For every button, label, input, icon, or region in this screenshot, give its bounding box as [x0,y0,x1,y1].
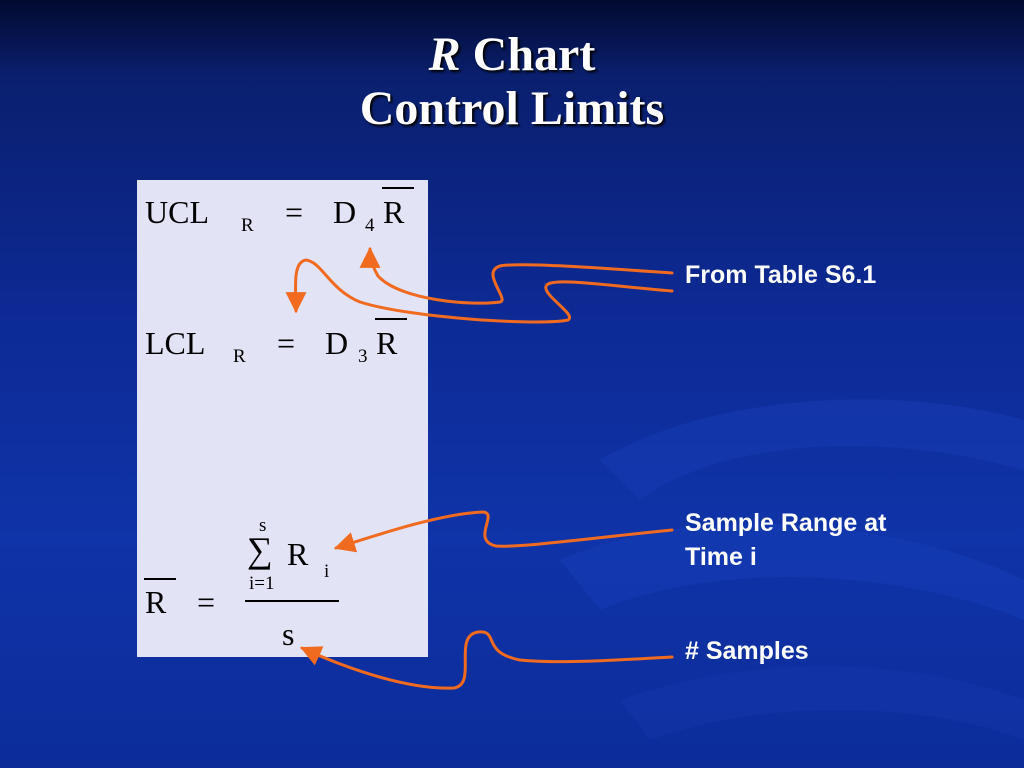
sum-lower-limit: i=1 [249,573,275,594]
label-sample-range: Sample Range at Time i [685,506,886,574]
lcl-coefficient: D [325,325,349,361]
title-line-2: Control Limits [359,82,665,135]
sum-sign: ∑ [247,530,273,570]
ucl-lhs-subscript: R [241,215,254,236]
lcl-r: R [376,325,398,361]
ucl-coefficient-subscript: 4 [365,215,375,236]
label-from-table: From Table S6.1 [685,261,877,289]
title-chart: Chart [460,28,596,81]
fraction-bar [245,600,339,602]
ucl-r: R [383,194,405,230]
rbar-lhs-bar [144,578,176,580]
ucl-lhs: UCL [145,194,209,230]
ucl-equals: = [285,194,304,230]
label-sample-range-line-2: Time i [685,543,757,571]
lcl-r-bar [375,318,407,320]
arrow-samples-to-s [300,630,674,690]
rbar-lhs: R [145,584,167,620]
lcl-lhs-subscript: R [233,346,246,367]
title-line-1: R Chart [0,28,1024,82]
sum-upper-limit: s [259,515,267,536]
lcl-coefficient-subscript: 3 [358,346,368,367]
label-samples: # Samples [685,637,809,665]
sum-term-subscript: i [324,561,330,582]
sum-term-r: R [287,536,309,572]
ucl-coefficient: D [333,194,357,230]
lcl-lhs: LCL [145,325,206,361]
rbar-equals: = [197,584,216,620]
arrow-table-to-d4 [359,246,674,305]
label-sample-range-line-1: Sample Range at [685,509,887,537]
ucl-r-bar [382,187,414,189]
arrow-range-to-ri [333,510,674,553]
slide-title: R Chart Control Limits [0,28,1024,136]
title-r: R [428,28,461,81]
lcl-equals: = [277,325,296,361]
arrow-table-to-d3 [285,258,674,324]
denominator: s [282,616,295,652]
